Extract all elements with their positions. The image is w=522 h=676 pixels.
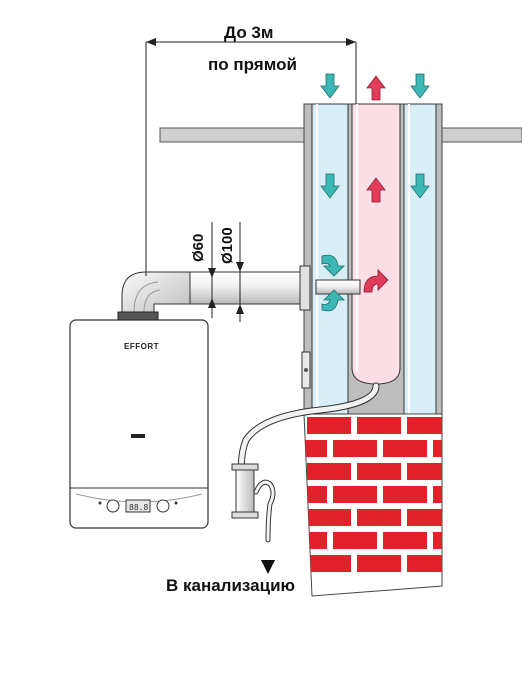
brick	[333, 440, 377, 457]
ceiling-slab	[159, 127, 522, 143]
brick	[357, 555, 401, 572]
down-arrow-icon	[320, 173, 340, 199]
down-arrow-icon	[320, 73, 340, 99]
distance-label-line1: До 3м	[224, 23, 273, 42]
brick	[307, 555, 351, 572]
boiler-logo	[131, 434, 145, 438]
brick	[357, 417, 401, 434]
dimension-lines	[145, 38, 357, 322]
brick	[433, 440, 442, 457]
brick	[383, 532, 427, 549]
boiler-display-value: 88.8	[129, 503, 148, 512]
brick	[304, 486, 327, 503]
brick	[307, 417, 351, 434]
boiler-control-panel: 88.8	[98, 499, 178, 513]
condensate-hose	[231, 382, 380, 574]
up-arrow-icon	[366, 177, 386, 203]
siphon	[235, 463, 255, 519]
down-arrow-icon	[410, 173, 430, 199]
diameter-outer-label: Ø100	[219, 227, 236, 264]
brick	[307, 509, 351, 526]
brick	[304, 440, 327, 457]
coaxial-flue-pipe	[117, 265, 361, 321]
brick	[333, 532, 377, 549]
brick	[433, 532, 442, 549]
drain-label: В канализацию	[166, 576, 295, 595]
distance-label-line2: по прямой	[208, 55, 297, 74]
brick	[383, 486, 427, 503]
exhaust-channel	[351, 103, 401, 385]
boiler-display	[125, 499, 151, 513]
diameter-inner-label: Ø60	[190, 234, 207, 262]
brick	[383, 440, 427, 457]
right-knob	[156, 499, 170, 513]
brick	[433, 486, 442, 503]
brick	[407, 555, 442, 572]
boiler: EFFORT 88.8	[69, 319, 209, 529]
flue-elbow	[121, 271, 191, 315]
brick	[407, 509, 442, 526]
up-arrow-icon	[366, 75, 386, 101]
brick	[307, 463, 351, 480]
brick	[333, 486, 377, 503]
down-arrow-icon	[410, 73, 430, 99]
drain-arrow-icon	[261, 560, 275, 574]
brick	[407, 463, 442, 480]
flow-arrows	[320, 73, 430, 312]
brick-wall	[303, 413, 443, 597]
boiler-brand: EFFORT	[124, 342, 159, 351]
brick	[304, 532, 327, 549]
curved-arrow-icon	[363, 269, 389, 293]
left-knob	[106, 499, 120, 513]
curved-arrow-icon	[321, 289, 345, 312]
curved-arrow-icon	[321, 254, 345, 277]
brick	[407, 417, 442, 434]
brick	[357, 463, 401, 480]
brick	[357, 509, 401, 526]
